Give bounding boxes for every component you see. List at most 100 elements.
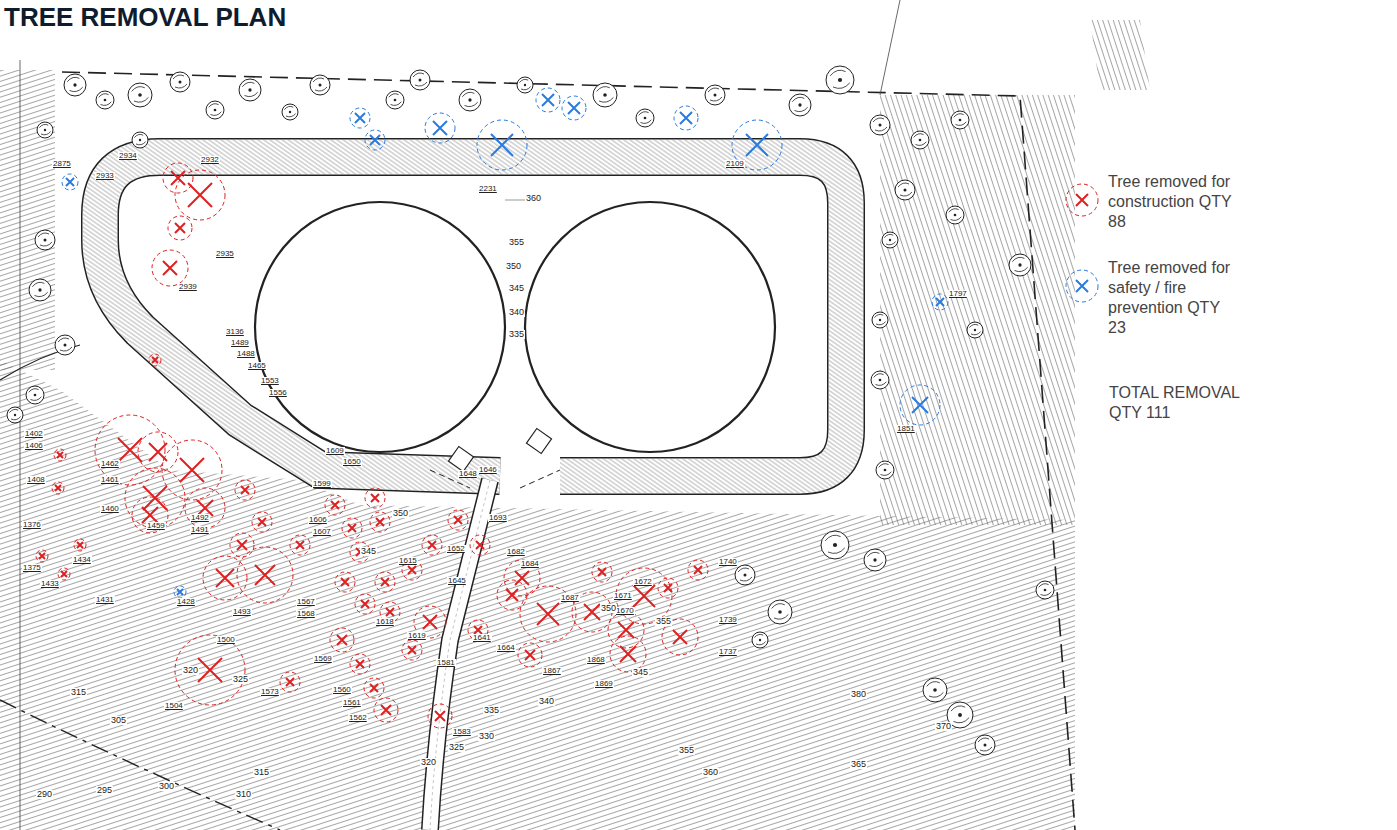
tree-tag: 1459 — [146, 522, 166, 530]
contour-label: 370 — [935, 722, 952, 731]
tree-tag: 1606 — [308, 516, 328, 524]
tree-tag: 1553 — [260, 377, 280, 385]
tree-tag: 1376 — [22, 521, 42, 529]
tree-tag: 1641 — [472, 634, 492, 642]
tree-tag: 2934 — [118, 152, 138, 160]
existing-trees — [7, 66, 1054, 755]
tree-tag: 1434 — [72, 556, 92, 564]
contour-label: 340 — [508, 308, 525, 317]
contour-label: 295 — [96, 786, 113, 795]
tree-tag: 1670 — [615, 607, 635, 615]
tree-tag: 1462 — [100, 460, 120, 468]
legend-symbol — [1064, 268, 1100, 304]
construction-removals — [36, 163, 708, 728]
tree-tag: 1556 — [268, 389, 288, 397]
tree-tag: 1645 — [447, 577, 467, 585]
tree-tag: 1433 — [40, 580, 60, 588]
tree-tag: 1607 — [312, 528, 332, 536]
tree-tag: 1568 — [296, 610, 316, 618]
tree-tag: 1851 — [896, 425, 916, 433]
tree-tag: 1867 — [542, 667, 562, 675]
legend-text: Tree removed for safety / fire preventio… — [1108, 258, 1240, 338]
contour-label: 340 — [538, 697, 555, 706]
total-note: TOTAL REMOVAL QTY 111 — [1108, 383, 1260, 423]
tree-tag: 1671 — [613, 592, 633, 600]
tree-tag: 1740 — [718, 558, 738, 566]
tree-tag: 1493 — [232, 608, 252, 616]
contour-label: 350 — [392, 509, 409, 518]
tree-tag: 1650 — [342, 458, 362, 466]
tree-tag: 1581 — [436, 659, 456, 667]
tree-tag: 1402 — [24, 430, 44, 438]
tree-tag: 1615 — [398, 557, 418, 565]
contour-label: 330 — [478, 732, 495, 741]
contour-label: 355 — [655, 617, 672, 626]
contour-label: 355 — [508, 238, 525, 247]
plan-title: TREE REMOVAL PLAN — [4, 2, 286, 33]
contour-label: 320 — [420, 758, 437, 767]
contour-label: 320 — [182, 666, 199, 675]
tree-tag: 1869 — [594, 680, 614, 688]
tree-tag: 1406 — [24, 442, 44, 450]
contour-label: 325 — [448, 743, 465, 752]
contour-label: 310 — [235, 790, 252, 799]
tree-tag: 2933 — [95, 172, 115, 180]
contour-label: 335 — [483, 706, 500, 715]
tree-tag: 2875 — [52, 160, 72, 168]
tree-tag: 1562 — [348, 714, 368, 722]
tree-tag: 1491 — [190, 526, 210, 534]
tree-tag: 2231 — [478, 185, 498, 193]
contour-label: 350 — [600, 604, 617, 613]
tree-tag: 1599 — [312, 480, 332, 488]
tree-tag: 1672 — [633, 578, 653, 586]
tree-tag: 1408 — [26, 476, 46, 484]
contour-label: 335 — [508, 330, 525, 339]
tree-tag: 2932 — [200, 156, 220, 164]
contour-label: 360 — [702, 768, 719, 777]
tree-tag: 1684 — [520, 560, 540, 568]
tree-tag: 1687 — [560, 594, 580, 602]
tree-tag: 1428 — [176, 598, 196, 606]
tree-tag: 1560 — [332, 686, 352, 694]
contour-label: 380 — [850, 690, 867, 699]
contour-label: 345 — [632, 668, 649, 677]
tree-tag: 1492 — [190, 514, 210, 522]
tree-tag: 1682 — [506, 548, 526, 556]
tree-tag: 1569 — [313, 655, 333, 663]
contour-label: 360 — [525, 194, 542, 203]
contour-label: 315 — [253, 768, 270, 777]
tree-tag: 1465 — [247, 362, 267, 370]
contour-label: 345 — [508, 284, 525, 293]
contour-label: 345 — [360, 547, 377, 556]
tree-tag: 2935 — [215, 250, 235, 258]
contour-label: 355 — [678, 746, 695, 755]
tree-tag: 1583 — [452, 728, 472, 736]
tree-tag: 1461 — [100, 476, 120, 484]
contour-label: 365 — [850, 760, 867, 769]
tree-tag: 1375 — [22, 564, 42, 572]
tree-tag: 1618 — [375, 618, 395, 626]
tree-tag: 1648 — [458, 470, 478, 478]
legend-text: Tree removed for construction QTY 88 — [1108, 172, 1240, 232]
tree-tag: 1460 — [100, 505, 120, 513]
contour-label: 305 — [110, 716, 127, 725]
tree-tag: 1693 — [488, 514, 508, 522]
legend-symbol — [1064, 182, 1100, 218]
safety-removals — [62, 88, 948, 598]
tree-tag: 1561 — [342, 699, 362, 707]
tree-tag: 1573 — [260, 688, 280, 696]
contour-label: 325 — [232, 675, 249, 684]
tree-tag: 1567 — [296, 598, 316, 606]
tree-tag: 1609 — [325, 447, 345, 455]
contour-label: 290 — [36, 790, 53, 799]
tree-tag: 1652 — [446, 545, 466, 553]
contour-label: 350 — [505, 262, 522, 271]
tree-tag: 2109 — [725, 160, 745, 168]
tree-tag: 1500 — [216, 636, 236, 644]
tree-tag: 1868 — [586, 656, 606, 664]
tree-tag: 1797 — [948, 290, 968, 298]
contour-label: 300 — [158, 782, 175, 791]
contour-label: 315 — [70, 688, 87, 697]
